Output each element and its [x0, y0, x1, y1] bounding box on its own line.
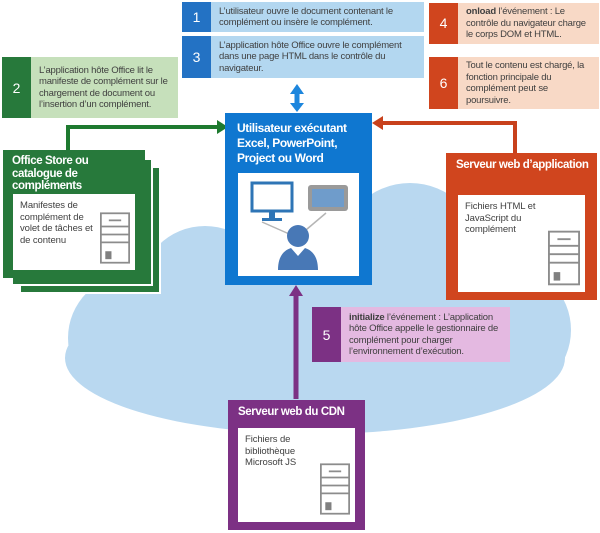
step-1-text: L’utilisateur ouvre le document contenan… — [211, 2, 424, 32]
arrow-browser-control-double — [290, 84, 304, 112]
arrow-store-to-user — [66, 120, 228, 151]
cdn-server-box: Serveur web du CDN Fichiers de bibliothè… — [228, 400, 365, 530]
step-1-number: 1 — [182, 2, 211, 32]
app-server-panel-text: Fichiers HTML et JavaScript du complémen… — [465, 201, 536, 235]
cdn-server-panel: Fichiers de bibliothèque Microsoft JS — [238, 428, 355, 522]
server-icon — [320, 463, 350, 515]
office-store-panel-text: Manifestes de complément de volet de tâc… — [20, 200, 93, 246]
desktop-monitor-icon — [250, 181, 294, 221]
step-3-text: L’application hôte Office ouvre le compl… — [211, 36, 424, 78]
arrow-cdn-to-user — [289, 285, 303, 399]
user-host-title: Utilisateur exécutant Excel, PowerPoint,… — [237, 121, 347, 165]
step-2-text: L’application hôte Office lit le manifes… — [31, 57, 178, 118]
step-5-text: initialize l’événement : L’application h… — [341, 307, 510, 362]
user-person-icon — [278, 225, 318, 270]
step-4-box: 4 onload l’événement : Le contrôle du na… — [429, 3, 599, 44]
office-store-box: Office Store ou catalogue de compléments… — [3, 150, 145, 278]
step-4-number: 4 — [429, 3, 458, 44]
devices-and-user-illustration — [250, 181, 348, 270]
step-5-number: 5 — [312, 307, 341, 362]
step-6-box: 6 Tout le contenu est chargé, la fonctio… — [429, 57, 599, 109]
tablet-icon — [308, 185, 348, 211]
step-2-number: 2 — [2, 57, 31, 118]
office-store-title: Office Store ou catalogue de compléments — [12, 155, 89, 192]
user-host-panel — [238, 173, 359, 276]
cdn-server-panel-text: Fichiers de bibliothèque Microsoft JS — [245, 434, 297, 468]
cdn-server-title: Serveur web du CDN — [238, 406, 345, 418]
user-host-box: Utilisateur exécutant Excel, PowerPoint,… — [225, 113, 372, 285]
server-icon — [100, 212, 130, 264]
office-store-panel: Manifestes de complément de volet de tâc… — [13, 194, 135, 270]
arrow-appserver-to-user — [372, 116, 517, 154]
app-server-title: Serveur web d’application — [456, 159, 589, 171]
app-server-box: Serveur web d’application Fichiers HTML … — [446, 153, 597, 300]
step-1-box: 1 L’utilisateur ouvre le document conten… — [182, 2, 424, 32]
step-3-box: 3 L’application hôte Office ouvre le com… — [182, 36, 424, 78]
step-5-box: 5 initialize l’événement : L’application… — [312, 307, 510, 362]
step-6-text: Tout le contenu est chargé, la fonction … — [458, 57, 599, 109]
step-4-text: onload l’événement : Le contrôle du navi… — [458, 3, 599, 44]
step-3-number: 3 — [182, 36, 211, 78]
step-2-box: 2 L’application hôte Office lit le manif… — [2, 57, 178, 118]
server-icon — [548, 230, 580, 286]
app-server-panel: Fichiers HTML et JavaScript du complémen… — [458, 195, 585, 292]
step-6-number: 6 — [429, 57, 458, 109]
